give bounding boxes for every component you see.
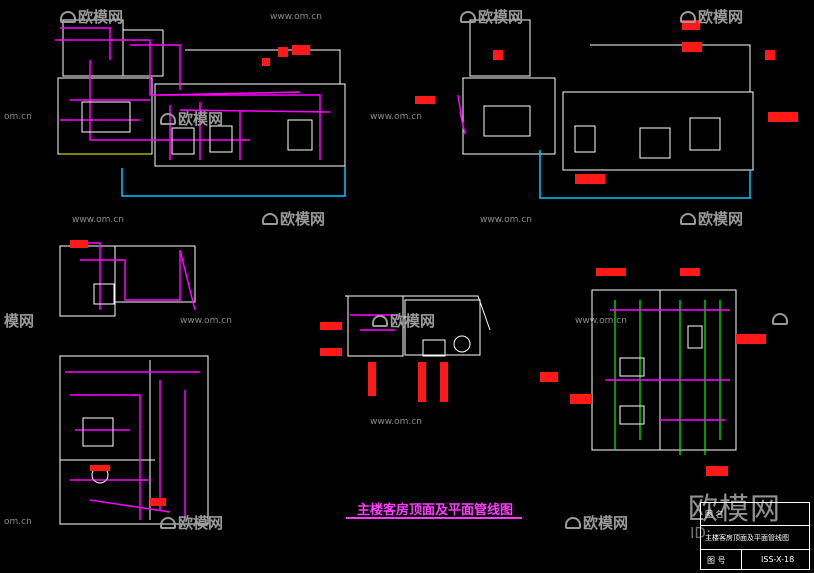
watermark-url: www.om.cn: [72, 215, 124, 225]
watermark-url: www.om.cn: [270, 12, 322, 22]
watermark-brand: 欧模网: [60, 6, 123, 27]
title-block-name-label: 图 名: [705, 510, 724, 519]
watermark-brand: 欧模网: [565, 512, 628, 533]
watermark-url: www.om.cn: [480, 215, 532, 225]
watermark-url: www.om.cn: [370, 417, 422, 427]
watermark-brand: 欧模网: [262, 208, 325, 229]
title-block-number-label: 图 号: [707, 556, 726, 565]
plan-middle-left: [59, 240, 196, 317]
plan-top-right: [415, 19, 798, 199]
watermark-brand: 欧模网: [372, 310, 435, 331]
watermark-url: www.om.cn: [370, 112, 422, 122]
plan-right-middle: [540, 268, 766, 476]
watermark-brand: 欧模网: [460, 6, 523, 27]
watermark-brand: 欧模网: [160, 512, 223, 533]
watermark-url: www.om.cn: [575, 316, 627, 326]
watermark-url-partial: om.cn: [4, 517, 32, 527]
drawing-title-underline: [346, 517, 522, 519]
plan-center: [320, 295, 491, 402]
title-block-number-value: ISS-X-18: [761, 555, 795, 564]
watermark-brand: 欧模网: [160, 108, 223, 129]
title-block-divider: [741, 549, 742, 569]
plan-top-left: [55, 19, 346, 197]
title-block-row: [701, 525, 809, 550]
title-block: 图 名 主楼客房顶面及平面管线图 图 号 ISS-X-18: [700, 502, 810, 570]
watermark-big-brand: 欧模网: [688, 492, 781, 527]
watermark-brand: [772, 310, 790, 328]
watermark-brand-partial: 模网: [4, 312, 35, 330]
title-block-row: [701, 503, 809, 526]
plan-bottom-left: [59, 355, 209, 525]
watermark-brand: 欧模网: [680, 208, 743, 229]
title-block-name-value: 主楼客房顶面及平面管线图: [705, 534, 789, 542]
drawing-title: 主楼客房顶面及平面管线图: [357, 503, 514, 518]
watermark-brand: 欧模网: [680, 6, 743, 27]
watermark-url-partial: om.cn: [4, 112, 32, 122]
watermark-url: www.om.cn: [180, 316, 232, 326]
